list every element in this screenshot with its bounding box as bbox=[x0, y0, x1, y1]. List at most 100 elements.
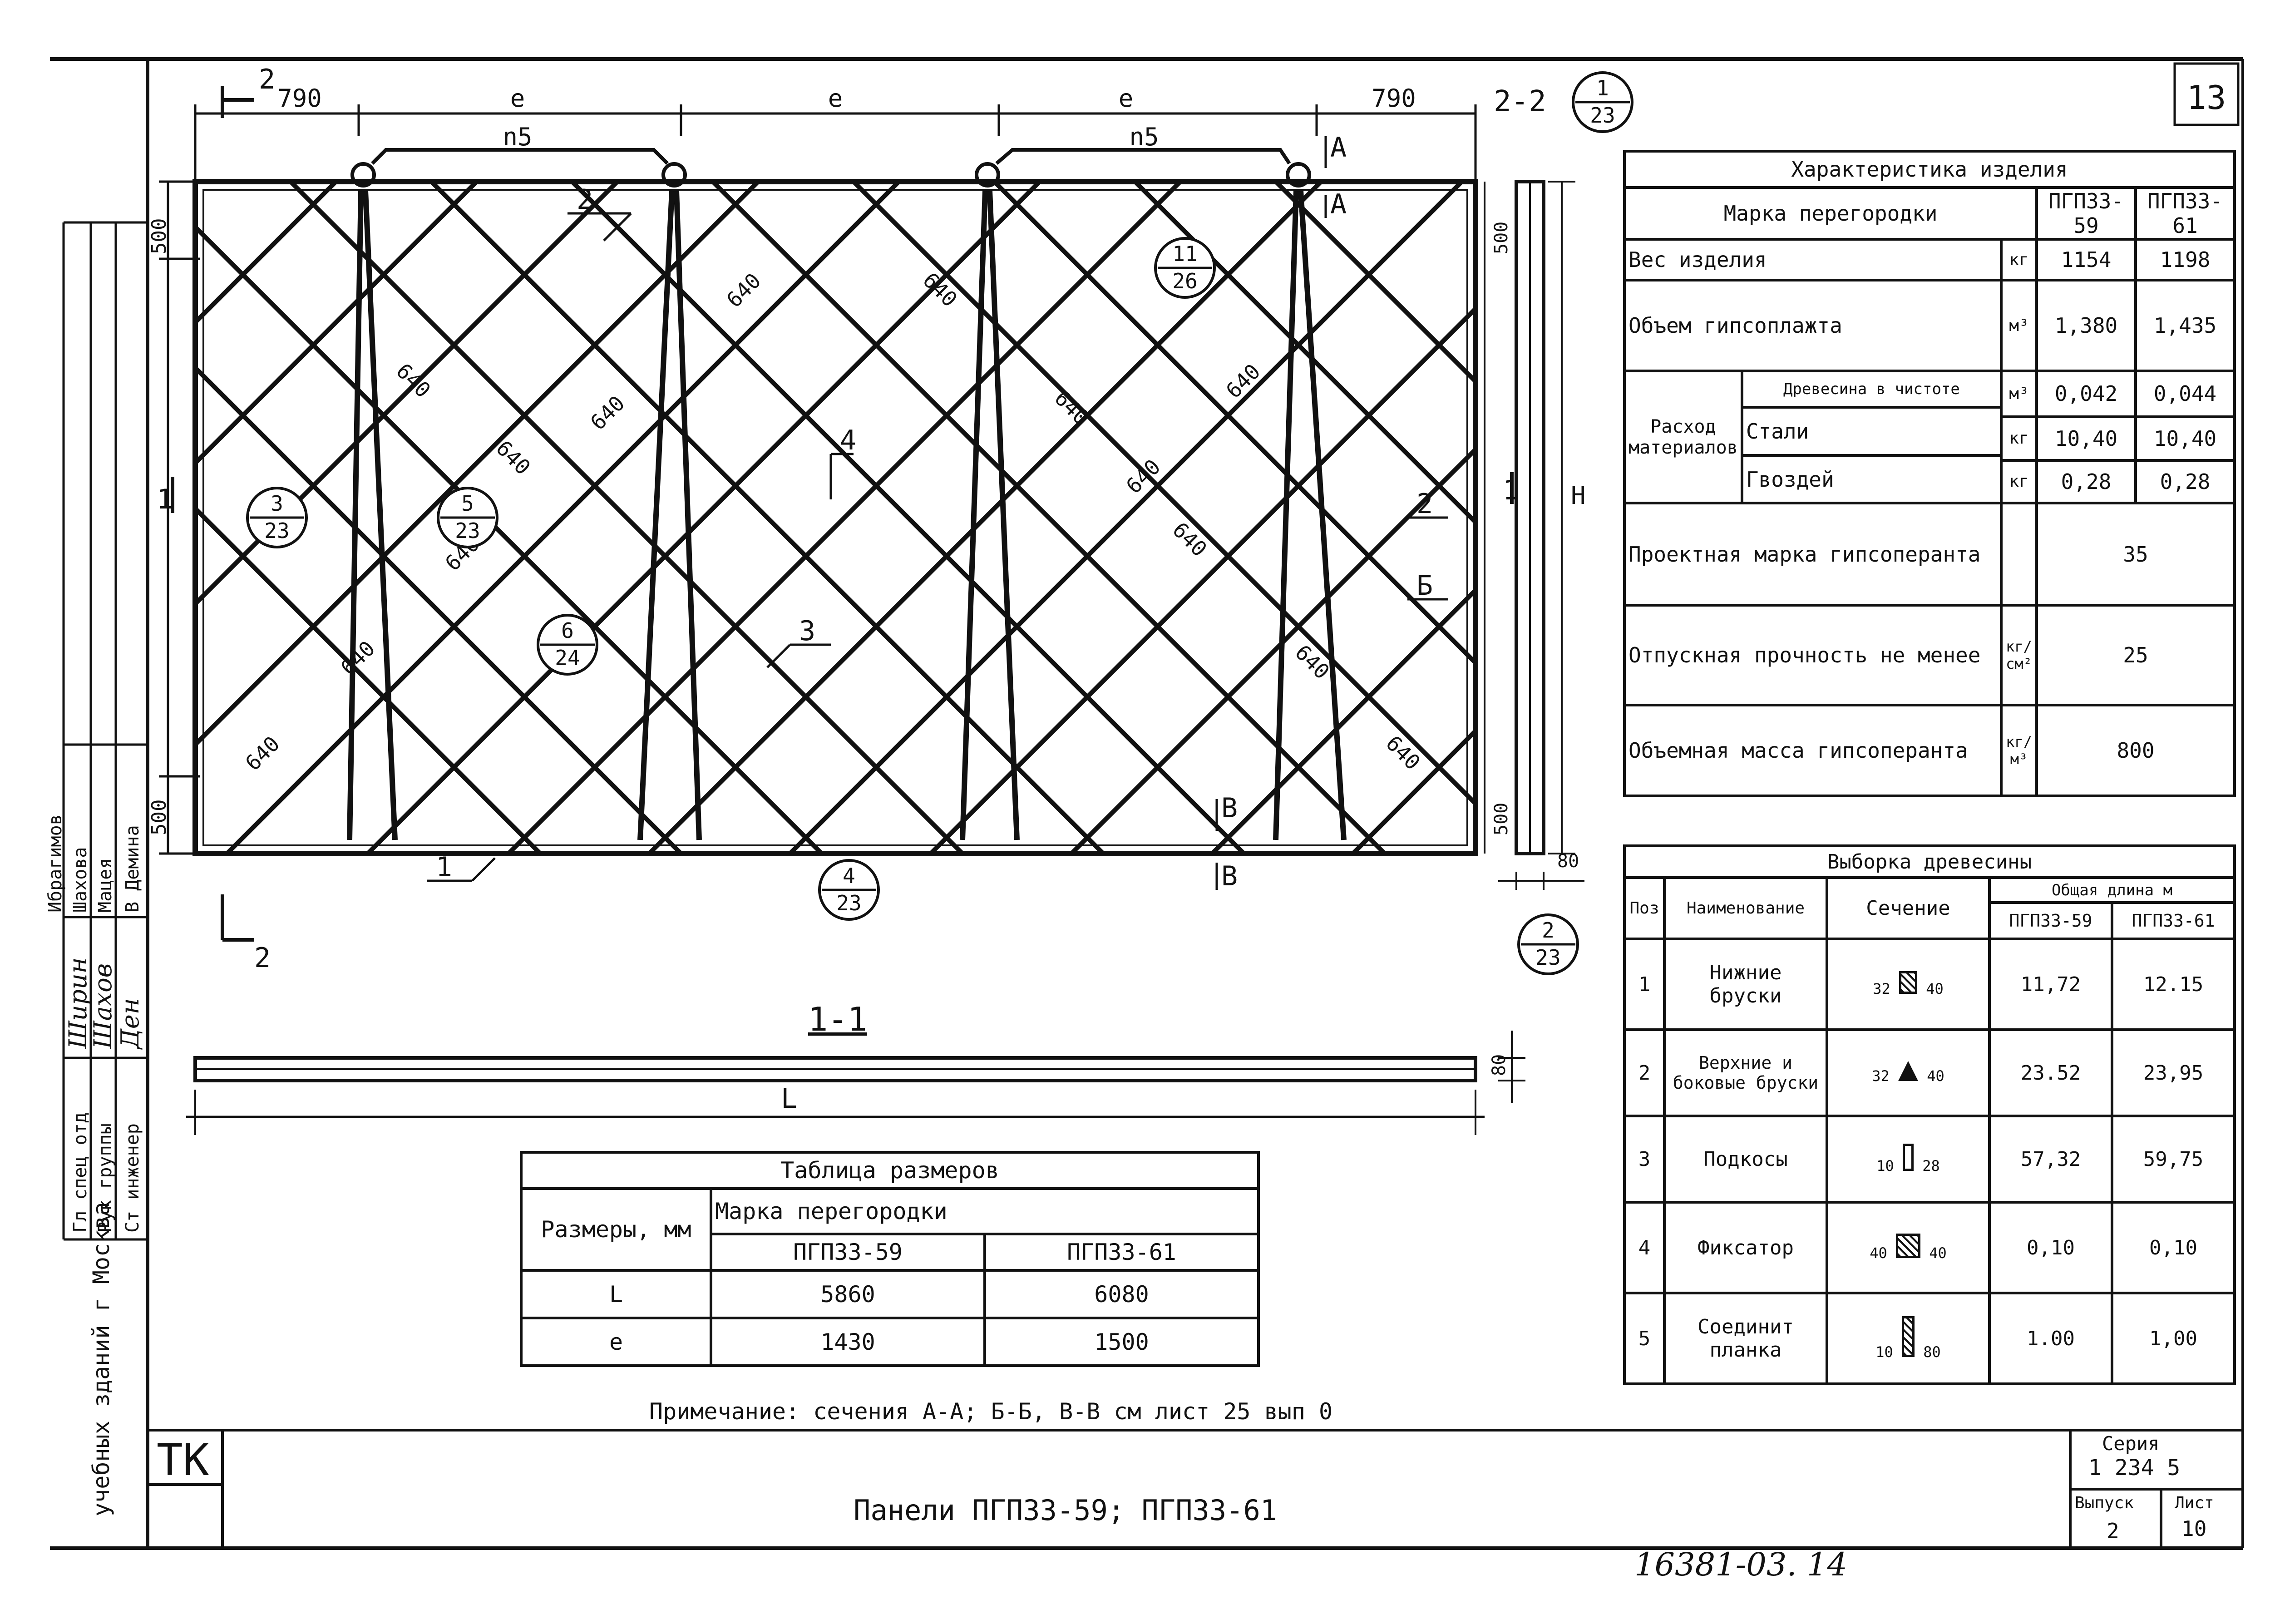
size-row-v2: 1500 bbox=[983, 1317, 1260, 1367]
svg-text:Шахов: Шахов bbox=[89, 963, 117, 1049]
svg-text:24: 24 bbox=[555, 646, 580, 670]
ws-section-icon: 10 28 bbox=[1826, 1115, 1991, 1204]
section-2-2-label: 2-2 bbox=[1494, 85, 1546, 118]
svg-text:1: 1 bbox=[1596, 76, 1609, 100]
ws-row: 1 Нижние бруски 32 40 11,72 12.15 bbox=[1623, 938, 2236, 1031]
wood-selection-table: Выборка древесины Поз Наименование Сечен… bbox=[1623, 844, 2236, 1385]
ws-v1: 1.00 bbox=[1988, 1292, 2113, 1385]
svg-text:26: 26 bbox=[1172, 269, 1197, 293]
ws-section-icon: 32 40 bbox=[1826, 938, 1991, 1031]
size-row-label: L bbox=[520, 1269, 712, 1319]
svg-text:1: 1 bbox=[157, 484, 173, 515]
ws-row: 3 Подкосы 10 28 57,32 59,75 bbox=[1623, 1115, 2236, 1204]
svg-text:2: 2 bbox=[1416, 488, 1433, 520]
size-col2: ПГП33-61 bbox=[983, 1233, 1260, 1272]
svg-text:e: e bbox=[828, 84, 843, 113]
nails-unit: кг bbox=[2009, 472, 2029, 491]
ws-dim-a: 32 bbox=[1872, 1067, 1890, 1085]
dim-500-top: 500 bbox=[148, 218, 171, 254]
ws-v2: 1,00 bbox=[2111, 1292, 2236, 1385]
nails-label: Гвоздей bbox=[1746, 467, 1834, 492]
ws-dim-b: 80 bbox=[1923, 1343, 1941, 1361]
svg-text:2: 2 bbox=[259, 64, 275, 95]
series-label: Серия bbox=[2102, 1432, 2160, 1455]
density-unit: кг/м³ bbox=[2000, 704, 2038, 797]
svg-text:640: 640 bbox=[1050, 386, 1094, 430]
volume-v2: 1,435 bbox=[2134, 279, 2236, 372]
lifting-loops bbox=[350, 148, 1311, 188]
section-2-2-view bbox=[1484, 180, 1584, 890]
ws-dim-a: 10 bbox=[1876, 1157, 1894, 1175]
svg-text:Гл спец отд: Гл спец отд bbox=[70, 1112, 91, 1233]
nails-v2: 0,28 bbox=[2160, 469, 2211, 494]
svg-text:640: 640 bbox=[722, 268, 766, 312]
size-table-title: Таблица размеров bbox=[520, 1151, 1260, 1190]
top-dimension-labels: 790 e e e 790 n5 n5 bbox=[277, 84, 1416, 151]
svg-text:Ибрагимов: Ибрагимов bbox=[45, 814, 66, 913]
svg-text:11: 11 bbox=[1172, 242, 1197, 266]
ws-name: Верхние и боковые бруски bbox=[1663, 1028, 1828, 1117]
ws-pos-header: Поз bbox=[1623, 876, 1666, 940]
svg-text:6: 6 bbox=[561, 618, 574, 643]
ws-name: Фиксатор bbox=[1663, 1201, 1828, 1294]
ws-row: 4 Фиксатор 40 40 0,10 0,10 bbox=[1623, 1201, 2236, 1294]
ws-row: 2 Верхние и боковые бруски 32 40 23.52 2… bbox=[1623, 1028, 2236, 1117]
sheet-label: Лист bbox=[2175, 1494, 2214, 1512]
ws-name: Подкосы bbox=[1663, 1115, 1828, 1204]
svg-text:23: 23 bbox=[1535, 945, 1560, 970]
ws-dim-a: 40 bbox=[1870, 1244, 1887, 1262]
stamp-roles: Гл спец отд Рук группы Ст инженер bbox=[70, 1112, 143, 1233]
sheet-number: 13 bbox=[2187, 79, 2226, 117]
svg-text:A: A bbox=[1330, 132, 1347, 163]
size-label: Размеры, мм bbox=[520, 1187, 712, 1272]
weight-v1: 1154 bbox=[2035, 238, 2137, 281]
volume-v1: 1,380 bbox=[2035, 279, 2137, 372]
leader-labels: 2 3 1 4 2 Б A A B B bbox=[436, 132, 1433, 892]
svg-text:640: 640 bbox=[1168, 518, 1212, 562]
ws-row: 5 Соединит планка 10 80 1.00 1,00 bbox=[1623, 1292, 2236, 1385]
size-mark-label: Марка перегородки bbox=[710, 1187, 1260, 1235]
weight-label: Вес изделия bbox=[1623, 238, 2003, 281]
svg-text:Ден: Ден bbox=[116, 998, 144, 1050]
callout-dividers bbox=[250, 101, 1630, 946]
stamp-organization: учебных зданий г Москва bbox=[88, 1202, 114, 1516]
sheet-frame bbox=[50, 57, 2244, 1550]
steel-label: Стали bbox=[1742, 407, 2000, 457]
svg-text:23: 23 bbox=[455, 518, 480, 543]
svg-text:3: 3 bbox=[271, 491, 283, 516]
ws-col2-header: ПГП33-61 bbox=[2111, 901, 2236, 940]
ws-v2: 23,95 bbox=[2111, 1028, 2236, 1117]
stamp-signatures: Ширин Шахов Ден bbox=[64, 958, 144, 1050]
consumption-label: Расход материалов bbox=[1626, 372, 1743, 502]
svg-text:Ширин: Ширин bbox=[64, 958, 92, 1049]
svg-text:e: e bbox=[510, 84, 525, 113]
characteristics-mark-label: Марка перегородки bbox=[1623, 186, 2038, 241]
svg-text:23: 23 bbox=[1590, 103, 1615, 128]
strength-value: 25 bbox=[2035, 604, 2236, 706]
design-grade-label: Проектная марка гипсоперанта bbox=[1623, 502, 2003, 607]
svg-text:640: 640 bbox=[586, 391, 630, 435]
size-row-v1: 1430 bbox=[710, 1317, 986, 1367]
density-label: Объемная масса гипсоперанта bbox=[1623, 704, 2003, 797]
ws-section-icon: 10 80 bbox=[1826, 1292, 1991, 1385]
svg-text:640: 640 bbox=[241, 731, 285, 775]
svg-text:n5: n5 bbox=[1129, 123, 1159, 151]
ws-dim-b: 40 bbox=[1926, 980, 1944, 997]
size-table: Таблица размеров Размеры, мм Марка перег… bbox=[520, 1151, 1260, 1367]
weight-v2: 1198 bbox=[2134, 238, 2236, 281]
svg-text:Шахова: Шахова bbox=[70, 847, 91, 913]
svg-text:2: 2 bbox=[254, 942, 271, 974]
wood-v2: 0,044 bbox=[2137, 372, 2233, 418]
leader-lines bbox=[427, 136, 1448, 890]
svg-text:В Демина: В Демина bbox=[122, 825, 143, 913]
volume-unit: м³ bbox=[2000, 279, 2038, 372]
ws-dim-a: 10 bbox=[1875, 1343, 1893, 1361]
size-col1: ПГП33-59 bbox=[710, 1233, 986, 1272]
svg-text:790: 790 bbox=[1372, 84, 1416, 113]
strength-unit: кг/см² bbox=[2000, 604, 2038, 706]
length-label: L bbox=[781, 1083, 797, 1115]
svg-text:Б: Б bbox=[1416, 570, 1433, 602]
steel-unit: кг bbox=[2003, 418, 2035, 462]
wood-v1: 0,042 bbox=[2038, 372, 2134, 418]
